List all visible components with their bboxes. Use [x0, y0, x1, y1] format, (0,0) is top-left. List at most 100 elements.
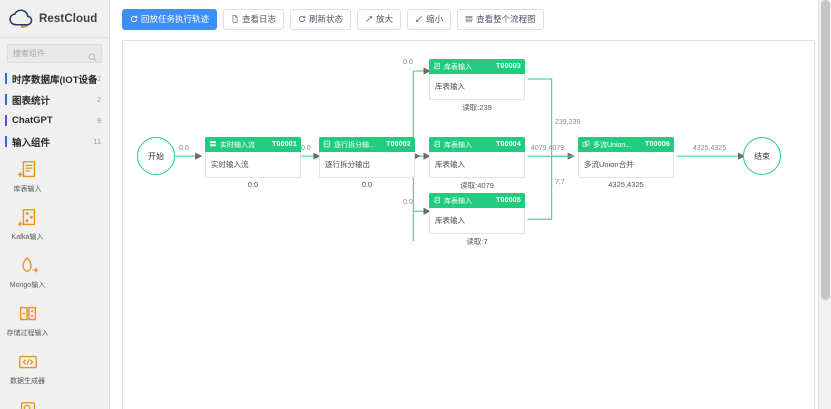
- elasticsearch-input-icon: [17, 399, 39, 409]
- flow-node-title: 逐行拆分输...: [334, 141, 375, 149]
- toolbar-button-label: 刷新状态: [309, 14, 344, 24]
- search-box[interactable]: [7, 44, 102, 63]
- table-icon: [433, 196, 441, 206]
- component-item-0[interactable]: 库表输入: [0, 155, 55, 203]
- category-label: ChatGPT: [12, 115, 53, 126]
- flow-node-metric: 4325,4325: [608, 180, 644, 189]
- cloud-logo-icon: [8, 8, 34, 29]
- flow-node-T00003[interactable]: 库表输入 T00003 库表输入 读取:239: [429, 59, 525, 113]
- flow-node-T00006[interactable]: 多流Union... T00006 多流Union合并 4325,4325: [578, 137, 674, 189]
- edge-label-split-down: 0.0: [403, 199, 413, 206]
- edge-label-t5-to-union: 7,7: [555, 179, 565, 186]
- flow-node-T00002[interactable]: 逐行拆分输... T00002 逐行拆分输出 0.0: [319, 137, 415, 189]
- edge-label-start-to-t1: 0.0: [179, 145, 189, 152]
- flow-node-header: 逐行拆分输... T00002: [319, 137, 415, 152]
- table-icon: [433, 62, 441, 72]
- brand-logo: RestCloud: [0, 0, 109, 38]
- table-icon: [433, 140, 441, 150]
- toolbar-button-3[interactable]: 放大: [357, 8, 402, 30]
- toolbar-button-1[interactable]: 查看日志: [223, 8, 285, 30]
- sidebar-category-list: 时序数据库(IOT设备) 2 图表统计 2 ChatGPT 9 输入组件 11: [0, 68, 109, 152]
- toolbar-button-label: 放大: [376, 14, 394, 24]
- flow-node-title: 多流Union...: [593, 141, 632, 149]
- toolbar-button-label: 回放任务执行轨迹: [141, 14, 210, 24]
- split-icon: [323, 140, 331, 150]
- toolbar-button-2[interactable]: 刷新状态: [290, 8, 352, 30]
- flow-node-id: T00002: [386, 141, 411, 148]
- flow-node-id: T00005: [496, 197, 521, 204]
- search-input[interactable]: [13, 49, 96, 58]
- brand-name: RestCloud: [39, 12, 98, 25]
- flow-node-T00005[interactable]: 库表输入 T00005 库表输入 读取:7: [429, 193, 525, 247]
- flow-node-title: 实时输入流: [220, 141, 255, 149]
- category-accent-bar: [5, 73, 7, 84]
- component-item-5[interactable]: ElasticSearc...: [0, 395, 55, 409]
- category-accent-bar: [5, 136, 7, 147]
- zoom-out-icon: [415, 15, 423, 23]
- component-label: Kafka输入: [11, 234, 44, 241]
- category-accent-bar: [5, 115, 7, 126]
- mongo-input-icon: [17, 255, 39, 277]
- zoom-in-icon: [365, 15, 373, 23]
- edge-label-t4-to-union: 4079,4079: [531, 145, 565, 152]
- union-icon: [582, 140, 590, 150]
- category-count: 11: [93, 137, 101, 146]
- edge-label-t6-to-end: 4325,4325: [693, 145, 727, 152]
- component-label: Mongo输入: [9, 282, 46, 289]
- category-label: 时序数据库(IOT设备): [12, 74, 97, 86]
- flow-canvas-container[interactable]: 实时输入流 T00001 实时输入流 0.0 逐行拆分输... T00002 逐…: [122, 40, 815, 409]
- flow-node-header: 多流Union... T00006: [578, 137, 674, 152]
- toolbar-button-4[interactable]: 缩小: [407, 8, 452, 30]
- component-label: 数据生成器: [10, 378, 45, 385]
- component-item-3[interactable]: 存储过程输入: [0, 299, 55, 347]
- flow-node-body: 库表输入: [429, 74, 525, 100]
- toolbar-button-5[interactable]: 查看整个流程图: [457, 8, 544, 30]
- flow-node-metric: 0.0: [361, 180, 373, 189]
- component-label: 库表输入: [13, 186, 42, 193]
- flow-node-metric: 0.0: [247, 180, 259, 189]
- flow-node-metric: 读取:7: [466, 237, 488, 246]
- fit-view-icon: [465, 15, 473, 23]
- flow-node-metric: 读取:4079: [460, 181, 494, 190]
- search-wrap: [0, 38, 109, 68]
- flow-node-metric: 读取:239: [462, 103, 492, 112]
- flow-node-header: 实时输入流 T00001: [205, 137, 301, 152]
- flow-node-body: 库表输入: [429, 208, 525, 234]
- flow-node-T00004[interactable]: 库表输入 T00004 库表输入 读取:4079: [429, 137, 525, 191]
- component-item-2[interactable]: Mongo输入: [0, 251, 55, 299]
- sidebar-category-1[interactable]: 图表统计 2: [0, 89, 109, 110]
- category-count: 9: [96, 116, 101, 125]
- toolbar: 回放任务执行轨迹 查看日志 刷新状态 放大 缩小 查看整个流程图: [110, 0, 831, 38]
- flow-end-node[interactable]: 结束: [743, 137, 781, 175]
- page-scrollbar[interactable]: [818, 0, 831, 409]
- flow-node-title: 库表输入: [444, 197, 472, 205]
- component-grid: 库表输入 Kafka输入 Mongo输入 存储过程输入 数据生成器 Elasti…: [0, 152, 109, 409]
- flow-start-node-label: 开始: [148, 151, 164, 161]
- flow-node-id: T00003: [496, 63, 521, 70]
- flow-node-title: 库表输入: [444, 141, 472, 149]
- flow-node-body: 多流Union合并: [578, 152, 674, 178]
- sidebar-category-3[interactable]: 输入组件 11: [0, 131, 109, 152]
- sidebar-category-0[interactable]: 时序数据库(IOT设备) 2: [0, 68, 109, 89]
- component-item-4[interactable]: 数据生成器: [0, 347, 55, 395]
- sidebar-category-2[interactable]: ChatGPT 9: [0, 110, 109, 131]
- flow-node-id: T00001: [272, 141, 297, 148]
- flow-canvas[interactable]: 实时输入流 T00001 实时输入流 0.0 逐行拆分输... T00002 逐…: [123, 41, 814, 409]
- flow-node-T00001[interactable]: 实时输入流 T00001 实时输入流 0.0: [205, 137, 301, 189]
- category-count: 2: [96, 74, 101, 83]
- toolbar-button-label: 缩小: [426, 14, 444, 24]
- refresh-icon: [130, 15, 138, 23]
- stream-icon: [209, 140, 217, 150]
- flow-start-node[interactable]: 开始: [137, 137, 175, 175]
- stored-procedure-input-icon: [17, 303, 39, 325]
- toolbar-button-0[interactable]: 回放任务执行轨迹: [122, 8, 218, 30]
- toolbar-button-label: 查看日志: [242, 14, 277, 24]
- page-scrollbar-thumb[interactable]: [821, 0, 830, 300]
- table-input-icon: [17, 159, 39, 181]
- flow-node-title: 库表输入: [444, 63, 472, 71]
- component-item-1[interactable]: Kafka输入: [0, 203, 55, 251]
- toolbar-button-label: 查看整个流程图: [476, 14, 536, 24]
- flow-edges: [175, 67, 746, 242]
- flow-node-body: 实时输入流: [205, 152, 301, 178]
